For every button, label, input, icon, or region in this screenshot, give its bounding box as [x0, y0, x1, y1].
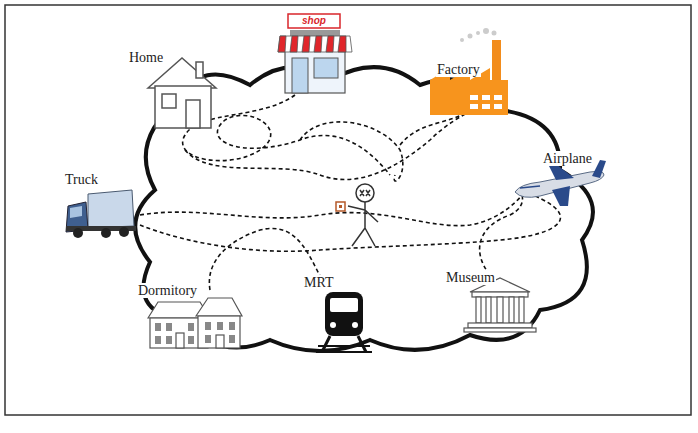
house-icon: [148, 58, 216, 128]
place-label: Factory: [436, 62, 481, 77]
train-icon: [316, 292, 372, 352]
place-label: Dormitory: [137, 283, 198, 298]
cloud-outline: [135, 67, 593, 351]
stick-figure: [336, 184, 378, 246]
frame: [5, 5, 691, 415]
place-label: Home: [128, 50, 164, 65]
place-label: MRT: [303, 275, 335, 290]
airplane-icon: [515, 160, 606, 206]
place-label: Airplane: [542, 151, 593, 166]
factory-icon: [430, 28, 508, 115]
truck-icon: [66, 190, 136, 238]
dormitory-icon: [148, 298, 242, 348]
museum-icon: [464, 278, 536, 332]
place-label: Museum: [445, 270, 496, 285]
shop-icon: [278, 14, 352, 93]
place-label: Truck: [64, 172, 99, 187]
sign-text: shop: [301, 15, 327, 26]
